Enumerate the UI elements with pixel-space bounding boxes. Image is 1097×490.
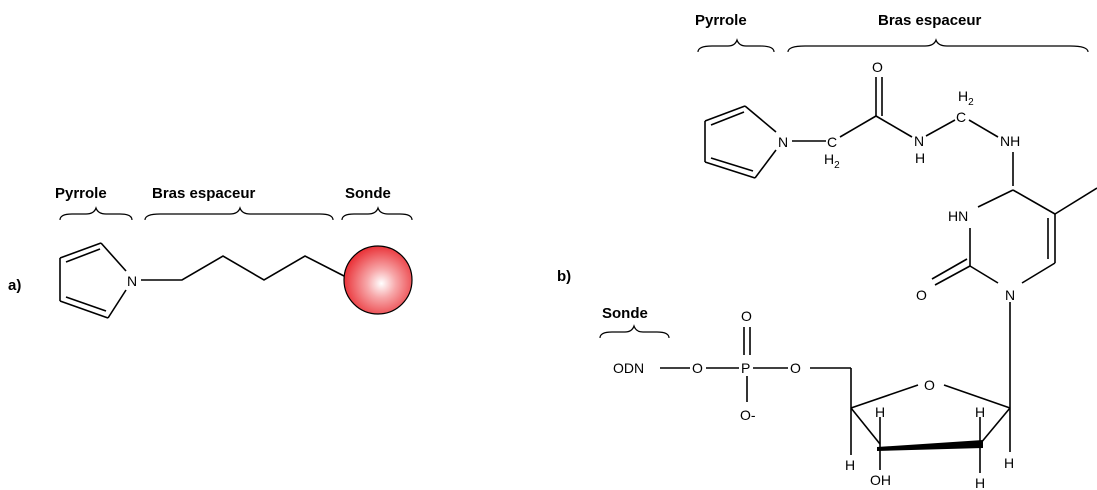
panel-b-atom-h2-1: H2 [824,151,840,171]
panel-a-pyrrole-ring [59,242,127,319]
panel-b-atom-o-p2: O [790,360,801,376]
panel-b-atom-c1: C [827,134,837,150]
panel-b-label-pyrrole: Pyrrole [695,12,747,29]
panel-b-brace-spacer [787,38,1089,53]
panel-b-brace-probe [599,324,670,339]
panel-a-marker: a) [8,277,21,294]
panel-b-atom-h-sugar-1: H [875,404,885,420]
panel-b-atom-h-amide: H [915,150,925,166]
panel-b-atom-hn-ring: HN [948,208,968,224]
panel-b-atom-o-ring: O [916,287,927,303]
panel-b-atom-oh: OH [870,472,891,488]
panel-a-atom-n: N [127,273,137,289]
panel-b-pyrrole-ring [704,105,777,179]
panel-a: a) Pyrrole Bras espaceur Sonde N [8,185,413,319]
panel-b-atom-p: P [741,360,750,376]
panel-a-probe-sphere [343,245,413,315]
panel-b-label-probe: Sonde [602,305,648,322]
panel-b-atom-c2: C [956,109,966,125]
panel-b-atom-h2-2: H2 [958,88,974,108]
panel-b-atom-o-top: O [741,308,752,324]
panel-b-marker: b) [557,268,571,285]
panel-a-label-probe: Sonde [345,185,391,202]
panel-b-atom-o-minus: O- [740,407,756,423]
panel-a-brace-spacer [144,206,334,221]
panel-b-atom-h-sugar-4: H [1004,455,1014,471]
panel-a-label-spacer: Bras espaceur [152,185,256,202]
panel-b-brace-pyrrole [697,38,775,53]
panel-b-pyrimidine-ring [931,187,1097,286]
panel-b-atom-h-sugar-3: H [845,457,855,473]
panel-b-sugar-ring [810,367,1011,473]
panel-b-atom-odn: ODN [613,360,644,376]
panel-b-atom-o-p1: O [692,360,703,376]
panel-b-atom-h-sugar-5: H [975,475,985,490]
panel-a-spacer-chain [141,255,347,281]
panel-b-atom-pyrrole-n: N [778,134,788,150]
panel-b-atom-nh: NH [1000,133,1020,149]
panel-b-label-spacer: Bras espaceur [878,12,982,29]
panel-b-atom-o-amide: O [872,59,883,75]
panel-a-label-pyrrole: Pyrrole [55,185,107,202]
panel-a-brace-probe [341,206,413,221]
panel-b-atom-o-sugar: O [924,377,935,393]
panel-b-atom-n-amide: N [914,133,924,149]
panel-b: b) Pyrrole Bras espaceur Sonde N C H2 O … [557,12,1097,490]
panel-b-atom-h-sugar-2: H [975,404,985,420]
panel-a-brace-pyrrole [59,206,133,221]
panel-b-atom-n-ring: N [1005,287,1015,303]
